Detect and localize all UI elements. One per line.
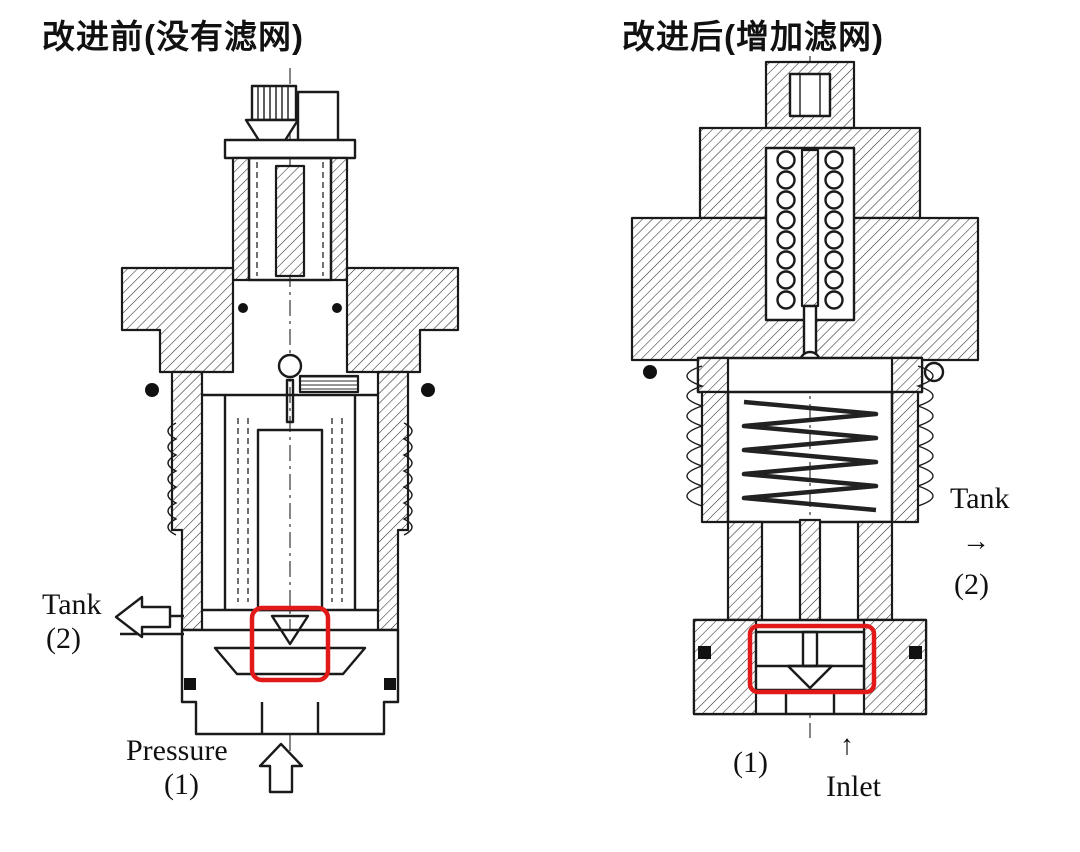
left-valve-figure bbox=[116, 68, 458, 792]
right-valve-spring-mid bbox=[702, 392, 918, 522]
title-after: 改进后(增加滤网) bbox=[622, 18, 884, 55]
right-valve-flange bbox=[698, 358, 922, 392]
inlet-port-number: (1) bbox=[733, 746, 768, 779]
left-thread-left bbox=[168, 423, 176, 535]
inlet-arrow-icon: ↑ bbox=[840, 730, 854, 761]
tank-arrow-icon-left bbox=[116, 597, 170, 637]
left-ball bbox=[279, 355, 301, 377]
title-before: 改进前(没有滤网) bbox=[42, 18, 304, 55]
right-valve-lower bbox=[728, 520, 892, 632]
left-poppet bbox=[272, 616, 308, 644]
push-pin bbox=[804, 306, 816, 354]
tank-port-number-right: (2) bbox=[954, 568, 989, 601]
tank-label-left: Tank bbox=[42, 588, 102, 621]
right-valve-cap bbox=[766, 62, 854, 128]
right-valve-threads bbox=[687, 366, 933, 506]
right-ball-side bbox=[925, 363, 943, 381]
left-valve-flange bbox=[122, 268, 458, 397]
poppet-stem bbox=[800, 520, 820, 632]
tank-port-number-left: (2) bbox=[46, 622, 81, 655]
filter-area-highlight-right bbox=[750, 626, 874, 692]
left-seat-mesh bbox=[300, 376, 358, 392]
left-valve-stem bbox=[233, 158, 347, 313]
filter-area-highlight-left bbox=[252, 608, 328, 680]
filter-cavity bbox=[756, 632, 864, 690]
right-valve-spring-top bbox=[778, 150, 843, 372]
main-spring-coil bbox=[744, 402, 876, 510]
right-valve-figure bbox=[632, 56, 978, 738]
left-valve-cup bbox=[182, 616, 398, 734]
hex-socket bbox=[790, 74, 830, 116]
left-thread-right bbox=[404, 423, 412, 535]
right-valve-cup bbox=[694, 620, 926, 714]
tank-label-right: Tank bbox=[950, 482, 1010, 515]
left-valve-body bbox=[168, 355, 412, 630]
left-valve-adjuster bbox=[225, 86, 355, 158]
tank-arrow-right-icon: → bbox=[962, 526, 990, 557]
pressure-arrow-icon bbox=[260, 744, 302, 792]
pressure-port-number: (1) bbox=[164, 768, 199, 801]
pressure-label: Pressure bbox=[126, 734, 228, 767]
right-poppet bbox=[788, 666, 832, 688]
inlet-label: Inlet bbox=[826, 770, 881, 803]
